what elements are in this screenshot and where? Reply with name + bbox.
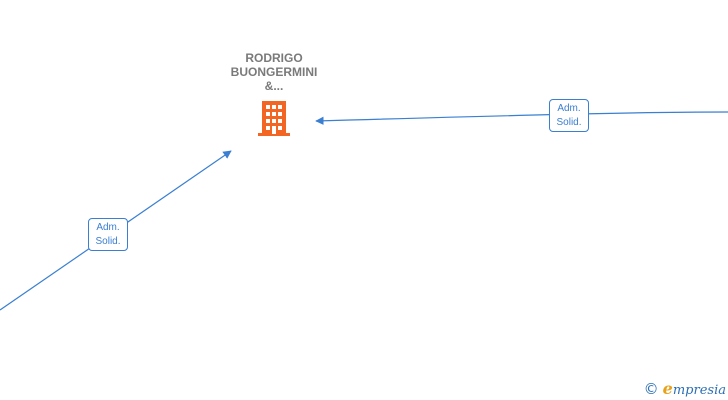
edge-label-right-line-1: Adm. [557, 103, 581, 114]
company-name[interactable]: RODRIGO BUONGERMINI &... [214, 51, 334, 93]
edge-label-right-line-2: Solid. [556, 117, 582, 128]
brand-initial: e [662, 379, 673, 398]
watermark: © empresia [644, 379, 726, 398]
brand-name: empresia [663, 379, 726, 398]
brand-rest: mpresia [672, 383, 726, 398]
edge-label-left-line-2: Solid. [95, 236, 121, 247]
edge-label-right[interactable]: Adm. Solid. [549, 99, 589, 132]
company-name-line-1: RODRIGO [245, 51, 303, 65]
company-name-line-2: BUONGERMINI [230, 65, 318, 79]
edge-label-left-line-1: Adm. [96, 222, 120, 233]
building-icon[interactable] [257, 101, 291, 142]
company-name-line-3: &... [264, 79, 284, 93]
edge-line-right [315, 111, 728, 125]
edge-label-left[interactable]: Adm. Solid. [88, 218, 128, 251]
copyright-icon: © [643, 379, 659, 398]
